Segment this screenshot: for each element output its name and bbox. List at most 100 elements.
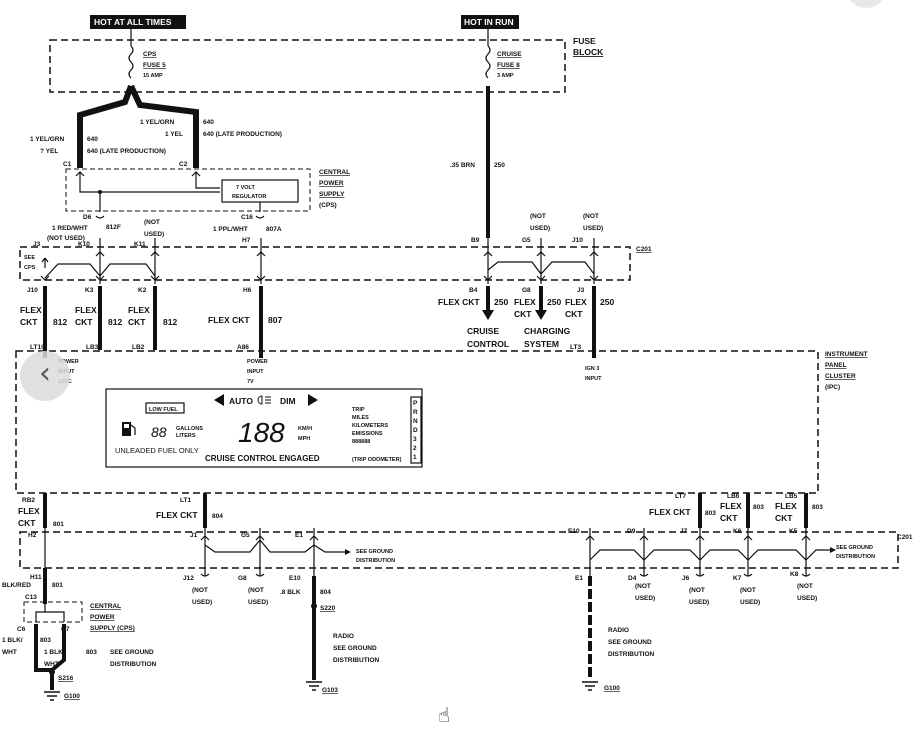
lt1-flex: FLEX CKT [156,510,198,520]
see-ground-right-2: DISTRIBUTION [836,554,875,560]
radio-right-1: RADIO [608,627,629,634]
lb5-connector: LB5 [785,493,798,500]
power-input-7v-3: 7V [247,379,254,385]
fuse-block-box [49,39,566,93]
gear-p: P [413,400,418,407]
c2-wire-color-1: 1 YEL/GRN [140,119,175,126]
j12-not-used-1: (NOT [192,587,208,594]
lt10-connector: LT10 [30,344,45,351]
k10-connector: K10 [78,241,90,248]
ipc-label-1: INSTRUMENT [825,351,868,358]
j10-top-connector: J10 [572,237,583,244]
see-ground-mid-2: DISTRIBUTION [356,558,395,564]
speed-digits: 188 [238,417,285,448]
kmh-label: KM/H [298,426,312,432]
j10-connector: J10 [27,287,38,294]
j3-flex-2: CKT [565,309,583,319]
lb5-flex-1: FLEX [775,501,797,511]
cruise-control-2: CONTROL [467,339,509,349]
red-wht-wire: 1 RED/WHT [52,225,88,232]
corner-button[interactable] [846,0,886,8]
c201-lower-wiring [44,528,836,576]
k3-flex-2: CKT [75,317,93,327]
k3-connector: K3 [85,287,94,294]
cps-fuse-number: FUSE 5 [143,62,166,69]
chevron-left-icon: ‹ [39,356,51,391]
c1-connector: C1 [63,161,72,168]
gear-1: 1 [413,454,417,461]
ipc-label-4: (IPC) [825,384,840,391]
lb2-connector: LB2 [132,344,145,351]
ign3-input-2: INPUT [585,376,602,382]
c2-circuit-1: 640 [203,119,214,126]
lt7-connector: LT7 [675,493,686,500]
gear-n: N [413,418,418,425]
flex-circuits-left [43,286,263,340]
previous-button[interactable]: ‹ [20,351,70,401]
c201-top-arrows [40,251,599,281]
rb2-circuit: 801 [53,521,64,528]
c6-wire-2: WHT [2,649,17,656]
h11-connector: H11 [30,574,42,581]
ipc-label-3: CLUSTER [825,373,856,380]
d4-not-used-2: USED) [635,595,655,602]
power-input-7v-1: POWER [247,359,268,365]
fuel-pump-icon [122,422,136,436]
c6-wire-1: 1 BLK/ [2,637,23,644]
g8-not-used-2: USED) [248,599,268,606]
ppl-wht-wire: 1 PPL/WHT [213,226,248,233]
e10-low-circuit: 804 [320,589,331,596]
lower-not-used-terminals [200,573,811,577]
d4-not-used-1: (NOT [635,583,651,590]
cps-fuse-name: CPS [143,51,157,58]
c16-terminal [255,215,265,219]
see-ground-right-1: SEE GROUND [836,545,873,551]
charging-system-2: SYSTEM [524,339,559,349]
k7-not-used-2: USED) [740,599,760,606]
blk-804-wire: .8 BLK [280,589,301,596]
g5-top-connector: G5 [522,237,531,244]
charging-system-1: CHARGING [524,326,571,336]
g100-left-ground-icon [44,691,60,701]
e10-low-connector: E10 [289,575,301,582]
s220-splice [311,603,317,609]
fuel-digits: 88 [151,424,167,440]
h11-circuit: 801 [52,582,63,589]
mph-label: MPH [298,436,310,442]
d6-connector: D6 [83,214,92,221]
s220-label: S220 [320,605,336,612]
h6-connector: H6 [243,287,252,294]
c2-wire-color-2: 1 YEL [165,131,183,138]
circuit-812f: 812F [106,224,121,231]
cps-lower-3: SUPPLY (CPS) [90,625,135,632]
j1-connector: J1 [190,532,198,539]
s216-label: S216 [58,675,74,682]
k11-connector: K11 [134,241,146,248]
k2-flex-2: CKT [128,317,146,327]
gallons-label: GALLONS [176,426,203,432]
hot-at-all-times-label: HOT AT ALL TIMES [94,17,172,27]
cps-top-label-4: (CPS) [319,202,337,209]
cps-internal-wiring [79,180,220,193]
k11-not-used-2: USED) [144,231,164,238]
power-input-12v-1: POWER [58,359,79,365]
gear-2: 2 [413,445,417,452]
red-wht-not-used: (NOT USED) [47,235,85,242]
cps-lower-1: CENTRAL [90,603,121,610]
c2-circuit-2: 640 (LATE PRODUCTION) [203,131,282,138]
g103-label: G103 [322,687,338,694]
k3-circuit: 812 [108,317,122,327]
j10-not-used-1: (NOT [583,213,599,220]
radio-mid-1: RADIO [333,633,354,640]
g8-flex-1: FLEX [514,297,536,307]
cruise-fuse-symbol [485,45,491,79]
lt1-connector: LT1 [180,497,191,504]
hot-in-run-label: HOT IN RUN [464,17,514,27]
j10-flex-2: CKT [20,317,38,327]
cruise-fuse-name: CRUISE [497,51,522,58]
rb2-flex-1: FLEX [18,506,40,516]
b9-connector: B9 [471,237,480,244]
arrow-left-icon [214,394,224,406]
fuse-block-label-2: BLOCK [573,47,604,57]
ipc-label-2: PANEL [825,362,847,369]
